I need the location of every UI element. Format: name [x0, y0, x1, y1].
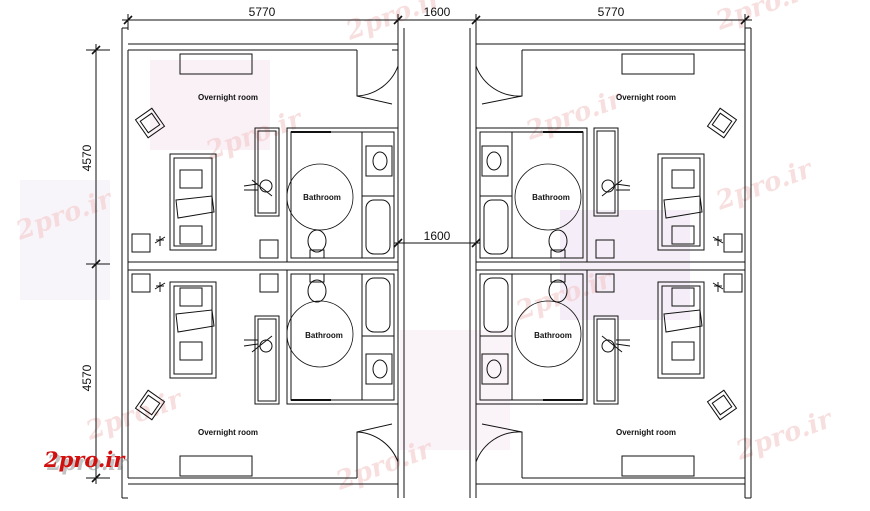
- bathroom-label-top-left: Bathroom: [303, 193, 341, 202]
- room-label-top-left: Overnight room: [198, 93, 258, 102]
- dim-top-left: 5770: [249, 5, 276, 19]
- bed: [169, 153, 705, 379]
- room-label-bottom-left: Overnight room: [198, 428, 258, 437]
- bathroom-labels: Bathroom Bathroom Bathroom Bathroom: [303, 193, 572, 340]
- nightstand: [131, 233, 743, 293]
- dim-left-lower: 4570: [80, 364, 94, 391]
- bathroom-label-bottom-right: Bathroom: [534, 331, 572, 340]
- lamp-icon: [154, 236, 724, 292]
- desk: [254, 127, 619, 405]
- watermark-text: 2pro.ir: [521, 84, 628, 147]
- armchair-icon: [134, 107, 738, 421]
- chair-icon: [243, 179, 631, 353]
- door-swing: [286, 131, 583, 401]
- room-label-bottom-right: Overnight room: [616, 428, 676, 437]
- watermark-text: 2pro.ir: [711, 0, 818, 37]
- room-label-top-right: Overnight room: [616, 93, 676, 102]
- dim-top-corridor: 1600: [424, 5, 451, 19]
- logo-text: 2pro.ir: [43, 447, 126, 472]
- bathtub-icon: [361, 195, 513, 337]
- toilet-icon: [307, 229, 568, 303]
- logo-shadow-text: 2pro.ir: [46, 450, 129, 475]
- site-logo: 2pro.ir 2pro.ir: [43, 447, 129, 475]
- entry-door: [356, 50, 523, 478]
- room-labels: Overnight room Overnight room Overnight …: [198, 93, 676, 437]
- dimension-lines: [86, 14, 752, 484]
- dim-left-upper: 4570: [80, 144, 94, 171]
- bathroom-label-bottom-left: Bathroom: [305, 331, 343, 340]
- watermark-text: 2pro.ir: [731, 404, 838, 467]
- dim-top-right: 5770: [598, 5, 625, 19]
- bathroom-label-top-right: Bathroom: [532, 193, 570, 202]
- sink-icon: [365, 145, 509, 385]
- watermark-layer: 2pro.ir 2pro.ir 2pro.ir 2pro.ir 2pro.ir …: [11, 0, 838, 497]
- watermark-text: 2pro.ir: [81, 384, 188, 447]
- cabinet: [179, 53, 695, 477]
- dimension-labels: 5770 1600 5770 1600 4570 4570: [80, 5, 625, 391]
- watermark-text: 2pro.ir: [711, 154, 818, 217]
- dim-mid-corridor: 1600: [424, 229, 451, 243]
